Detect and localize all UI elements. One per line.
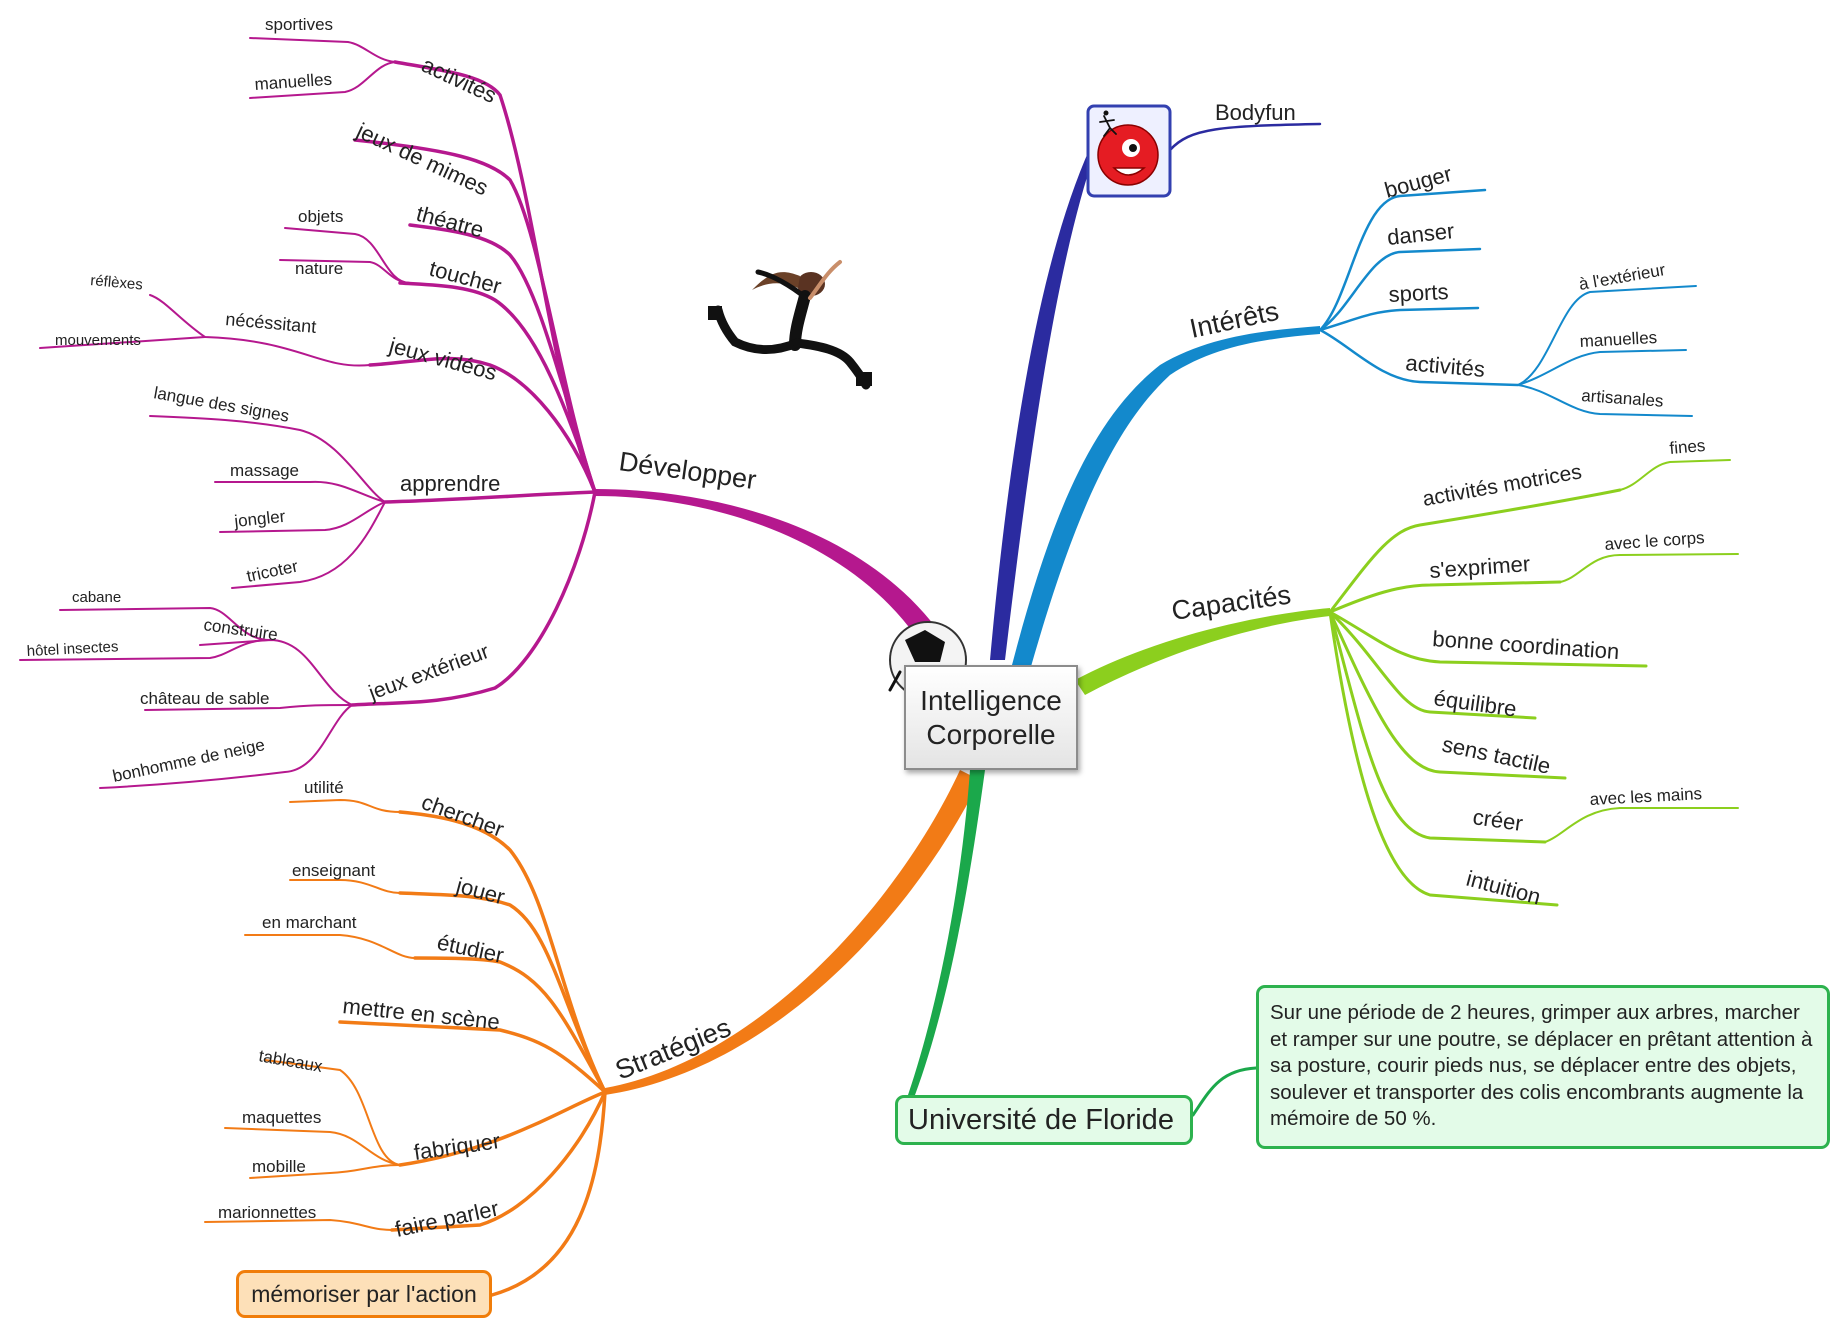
label-tricoter: tricoter xyxy=(245,556,300,585)
label-objets: objets xyxy=(298,207,343,226)
bodyfun-logo-icon xyxy=(1086,104,1172,198)
label-activites-motrices: activités motrices xyxy=(1421,460,1584,511)
label-hotel-insectes: hôtel insectes xyxy=(26,638,118,660)
label-artisanales: artisanales xyxy=(1581,386,1664,411)
label-en-marchant: en marchant xyxy=(262,913,357,932)
label-manuelles-int: manuelles xyxy=(1579,328,1657,351)
label-massage: massage xyxy=(230,461,299,480)
label-cabane: cabane xyxy=(72,589,121,606)
trunk-interets xyxy=(1012,326,1320,670)
label-jeux-videos: jeux vidéos xyxy=(386,332,500,385)
memoriser-topic: mémoriser par l'action xyxy=(236,1270,492,1318)
label-creer: créer xyxy=(1471,804,1524,836)
label-jouer: jouer xyxy=(453,872,508,909)
label-fines: fines xyxy=(1669,436,1706,458)
trunk-developper xyxy=(595,489,945,650)
branch-developper: Développer activités sportives manuelles… xyxy=(19,15,945,789)
label-mettre-en-scene: mettre en scène xyxy=(341,993,500,1034)
label-nature: nature xyxy=(295,259,343,278)
branch-interets: Intérêts bouger danser sports activités … xyxy=(1012,161,1697,670)
label-etudier: étudier xyxy=(435,929,506,967)
label-bouger: bouger xyxy=(1382,161,1455,203)
label-toucher: toucher xyxy=(427,256,504,299)
label-necessitant: nécéssitant xyxy=(225,309,317,337)
label-bonne-coordination: bonne coordination xyxy=(1432,626,1620,664)
label-utilite: utilité xyxy=(304,778,344,797)
label-bodyfun: Bodyfun xyxy=(1215,100,1296,125)
label-avec-les-mains: avec les mains xyxy=(1589,784,1702,809)
branch-strategies: Stratégies chercher utilité jouer enseig… xyxy=(204,770,980,1297)
branch-capacites: Capacités activités motrices fines s'exp… xyxy=(1075,436,1739,910)
label-enseignant: enseignant xyxy=(292,861,375,880)
label-theatre: théatre xyxy=(414,201,487,243)
label-sports: sports xyxy=(1388,279,1449,307)
central-topic: Intelligence Corporelle xyxy=(904,665,1078,770)
trunk-capacites xyxy=(1075,608,1330,695)
branch-universite xyxy=(908,770,1258,1117)
label-jongler: jongler xyxy=(232,507,286,531)
label-mobille: mobille xyxy=(252,1157,306,1176)
label-mouvements: mouvements xyxy=(55,332,141,349)
label-s-exprimer: s'exprimer xyxy=(1429,551,1531,583)
universite-note: Sur une période de 2 heures, grimper aux… xyxy=(1256,985,1830,1149)
label-tableaux: tableaux xyxy=(257,1046,324,1076)
dancer-illustration xyxy=(708,260,872,390)
label-danser: danser xyxy=(1386,218,1456,250)
label-fabriquer: fabriquer xyxy=(412,1128,501,1165)
label-faire-parler: faire parler xyxy=(393,1196,501,1242)
universite-topic: Université de Floride xyxy=(895,1095,1193,1145)
label-intuition: intuition xyxy=(1464,866,1544,910)
label-chateau-de-sable: château de sable xyxy=(140,689,270,708)
label-activites-int: activités xyxy=(1405,350,1486,382)
label-bonhomme-de-neige: bonhomme de neige xyxy=(111,735,267,786)
label-chercher: chercher xyxy=(418,789,507,842)
label-developper: Développer xyxy=(617,446,758,495)
label-activites-dev: activités xyxy=(418,52,501,108)
branch-bodyfun: Bodyfun xyxy=(990,100,1322,660)
label-sportives: sportives xyxy=(265,15,333,34)
trunk-universite xyxy=(908,770,985,1095)
trunk-bodyfun xyxy=(990,148,1095,660)
label-apprendre: apprendre xyxy=(400,471,500,496)
label-manuelles-dev: manuelles xyxy=(254,70,333,94)
label-avec-le-corps: avec le corps xyxy=(1604,528,1705,554)
label-construire: construire xyxy=(202,615,279,644)
label-reflexes: réflèxes xyxy=(90,272,144,294)
label-maquettes: maquettes xyxy=(242,1108,321,1127)
label-marionnettes: marionnettes xyxy=(218,1203,316,1222)
